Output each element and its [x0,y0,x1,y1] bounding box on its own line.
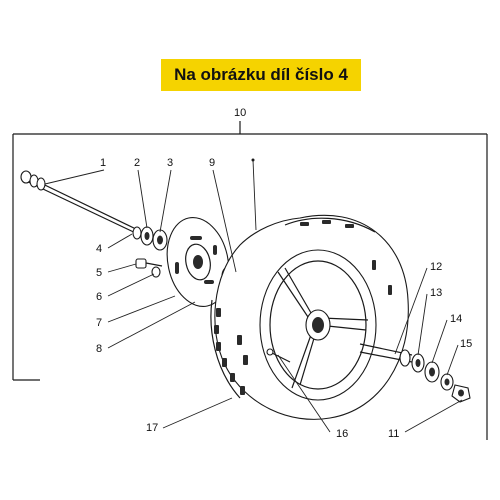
right-axle-stack [359,343,471,403]
callout-12: 12 [430,261,442,273]
caliper-bolts [135,258,163,278]
callout-3: 3 [167,157,173,169]
callout-14: 14 [450,313,462,325]
frame-lines [12,121,488,440]
callout-5: 5 [96,267,102,279]
brake-disc [166,216,230,308]
wheel-assembly [210,214,409,420]
callout-8: 8 [96,343,102,355]
leader-lines [44,159,463,433]
callout-9: 9 [209,157,215,169]
callout-15: 15 [460,338,472,350]
callout-numbers: 10 1 2 3 9 4 5 6 7 8 12 13 14 15 11 16 1… [96,107,472,440]
axle-shaft [20,170,143,237]
callout-4: 4 [96,243,102,255]
callout-13: 13 [430,287,442,299]
callout-6: 6 [96,291,102,303]
callout-17: 17 [146,422,158,434]
reference-dot [251,158,255,162]
callout-16: 16 [336,428,348,440]
callout-7: 7 [96,317,102,329]
part-number-banner: Na obrázku díl číslo 4 [161,59,361,91]
callout-11: 11 [388,428,399,440]
callout-1: 1 [100,157,106,169]
left-bearing-stack [132,226,168,251]
callout-2: 2 [134,157,140,169]
callout-10: 10 [234,107,246,119]
